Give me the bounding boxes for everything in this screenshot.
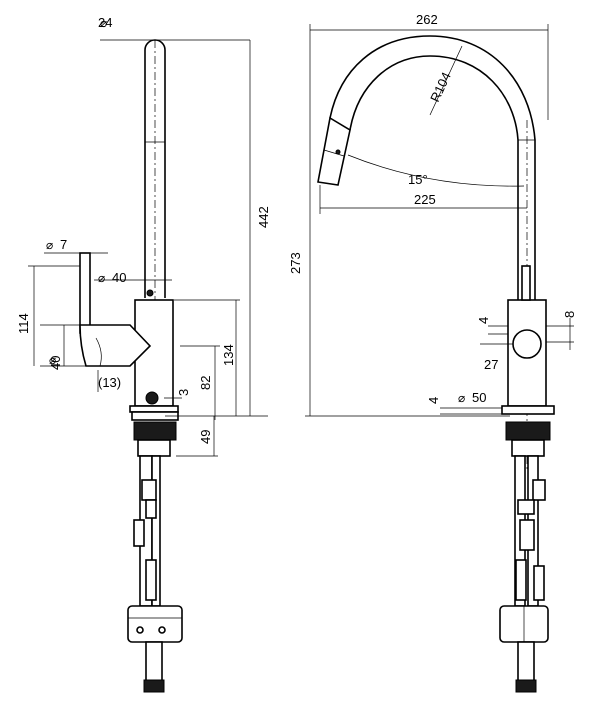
front-supply-hoses — [514, 455, 546, 607]
mounting-nut — [133, 421, 177, 441]
dim-spout-reach: 225 — [414, 192, 436, 207]
diameter-symbol: ⌀ — [100, 16, 107, 30]
supply-hoses — [133, 455, 161, 607]
spray-head — [317, 116, 351, 186]
dim-spray-angle: 15° — [408, 172, 428, 187]
diameter-symbol: ⌀ — [98, 271, 105, 285]
dim-base-thickness: 4 — [426, 397, 441, 404]
diverter-block — [127, 605, 183, 693]
diameter-symbol: ⌀ — [49, 353, 56, 367]
dim-lever-diameter: 7 — [60, 237, 67, 252]
dim-handle-width: 27 — [484, 357, 498, 372]
handle — [79, 324, 152, 367]
diameter-symbol: ⌀ — [458, 391, 465, 405]
dim-deck-to-handle: 82 — [198, 376, 213, 390]
dim-spout-diameter: 24 — [98, 15, 112, 30]
lever — [79, 252, 91, 334]
dim-arc-radius: R104 — [427, 70, 454, 105]
dim-lever-height: 114 — [16, 313, 31, 334]
front-view: R104 15° 262 225 273 4 8 27 — [288, 12, 577, 693]
dim-deck-thickness: 3 — [176, 389, 191, 396]
dim-outlet-height: 273 — [288, 252, 303, 274]
arched-spout — [329, 35, 536, 300]
dim-overall-height: 442 — [256, 206, 271, 228]
dim-overall-reach: 262 — [416, 12, 438, 27]
dim-handle-diameter: 40 — [48, 356, 63, 370]
dim-body-diameter: 40 — [112, 270, 126, 285]
dim-gap-small: 4 — [476, 317, 491, 324]
dim-shank-length: 49 — [198, 430, 213, 444]
front-diverter-block — [499, 605, 549, 693]
dim-cartridge-offset: 8 — [562, 311, 577, 318]
dim-body-height: 134 — [221, 344, 236, 366]
dim-base-diameter: 50 — [472, 390, 486, 405]
side-view: 24 ⌀ 442 7 ⌀ 40 ⌀ 114 40 ⌀ (13) 3 82 1 — [16, 15, 271, 693]
front-handle — [512, 329, 542, 359]
diameter-symbol: ⌀ — [46, 238, 53, 252]
dim-handle-offset: (13) — [98, 375, 121, 390]
